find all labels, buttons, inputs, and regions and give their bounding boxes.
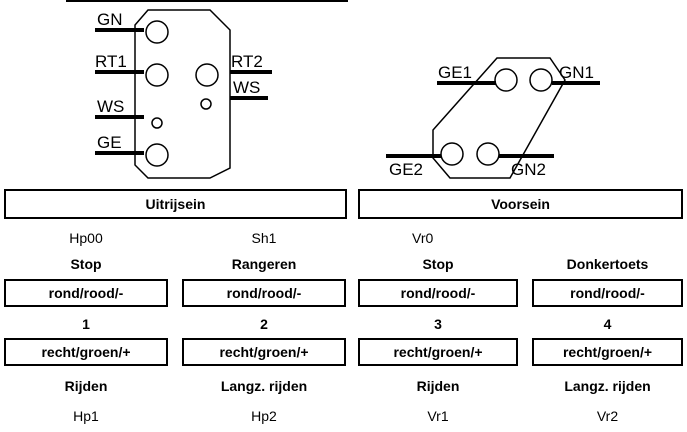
label-rt2: RT2 xyxy=(231,52,263,71)
lamp-ws-left xyxy=(151,117,163,129)
state-bottom-2: Langz. rijden xyxy=(220,378,308,394)
state-bottom-3: Rijden xyxy=(416,378,460,394)
signal-top-2: Sh1 xyxy=(251,230,277,246)
state-bottom-4: Langz. rijden xyxy=(564,378,651,394)
box-top-4: rond/rood/- xyxy=(532,279,683,307)
label-ws-right: WS xyxy=(233,78,260,97)
signal-top-3: Vr0 xyxy=(412,230,434,246)
box-top-2: rond/rood/- xyxy=(182,279,346,307)
label-gn: GN xyxy=(97,10,123,29)
signal-top-1: Hp00 xyxy=(69,230,103,246)
box-bottom-1: recht/groen/+ xyxy=(4,338,168,366)
box-bottom-4: recht/groen/+ xyxy=(532,338,683,366)
label-gn2: GN2 xyxy=(511,160,546,179)
number-4: 4 xyxy=(603,316,612,332)
label-rt1: RT1 xyxy=(95,52,127,71)
box-top-1: rond/rood/- xyxy=(4,279,168,307)
state-top-1: Stop xyxy=(70,256,102,272)
state-top-4: Donkertoets xyxy=(566,256,649,272)
label-gn1: GN1 xyxy=(559,63,594,82)
lamp-ge1 xyxy=(494,68,518,92)
state-top-3: Stop xyxy=(422,256,454,272)
header-voorsein: Voorsein xyxy=(358,189,683,219)
box-bottom-3: recht/groen/+ xyxy=(358,338,518,366)
label-ws-left: WS xyxy=(97,97,124,116)
state-top-2: Rangeren xyxy=(231,256,297,272)
signal-bottom-1: Hp1 xyxy=(73,408,99,424)
box-top-3: rond/rood/- xyxy=(358,279,518,307)
lamp-gn xyxy=(145,20,169,44)
signal-bottom-2: Hp2 xyxy=(251,408,277,424)
state-bottom-1: Rijden xyxy=(64,378,108,394)
lamp-rt2 xyxy=(195,63,219,87)
signal-bottom-3: Vr1 xyxy=(427,408,449,424)
label-ge2: GE2 xyxy=(389,160,423,179)
number-3: 3 xyxy=(434,316,442,332)
lamp-ge xyxy=(145,143,169,167)
lamp-ws-right xyxy=(200,98,212,110)
lamp-ge2 xyxy=(440,142,464,166)
signal-bottom-4: Vr2 xyxy=(596,408,619,424)
number-2: 2 xyxy=(260,316,268,332)
signal-diagram: GN RT1 WS GE RT2 WS GE1 GN1 GE2 GN2 xyxy=(66,0,600,179)
lamp-gn2 xyxy=(476,142,500,166)
box-bottom-2: recht/groen/+ xyxy=(182,338,346,366)
header-uitrijsein: Uitrijsein xyxy=(4,189,347,219)
label-ge: GE xyxy=(97,133,122,152)
lamp-gn1 xyxy=(529,68,553,92)
number-1: 1 xyxy=(82,316,90,332)
label-ge1: GE1 xyxy=(438,63,472,82)
lamp-rt1 xyxy=(145,63,169,87)
